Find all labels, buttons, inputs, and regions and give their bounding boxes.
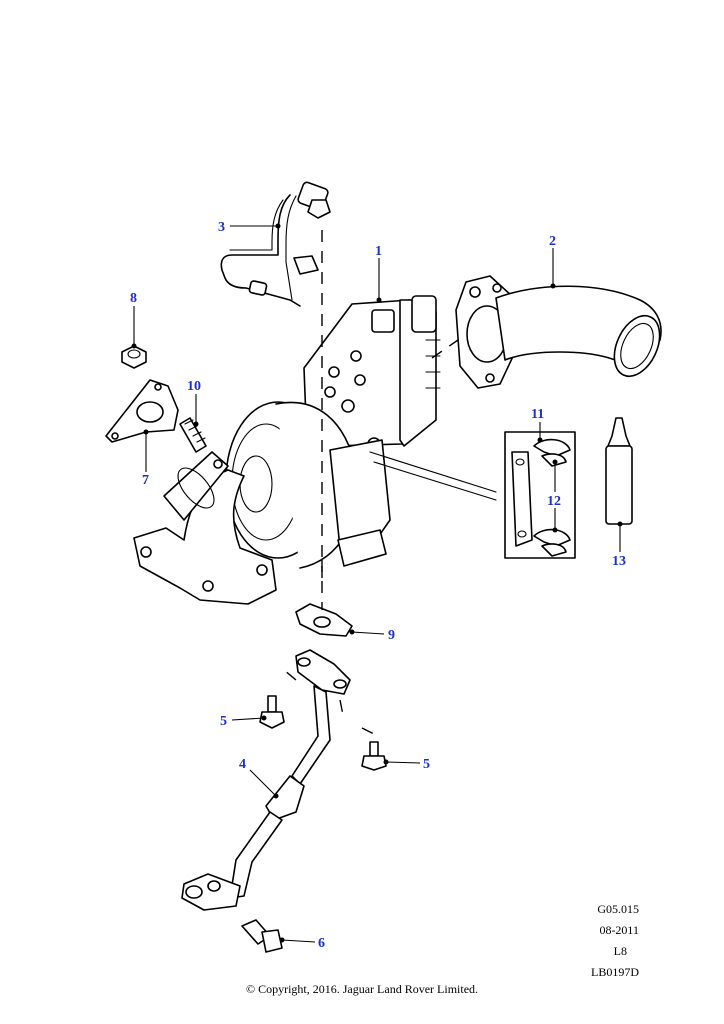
callout-6: 6 bbox=[318, 936, 325, 951]
gasket-part-7 bbox=[105, 379, 179, 443]
callout-2: 2 bbox=[549, 234, 556, 249]
nut-part-8 bbox=[121, 345, 147, 369]
assembly-centre-lines bbox=[283, 230, 497, 735]
callout-4: 4 bbox=[239, 757, 246, 772]
drawing-number: LB0197D bbox=[591, 965, 639, 979]
reference-date: 08-2011 bbox=[599, 923, 639, 937]
callout-leaders bbox=[131, 223, 623, 943]
turbocharger-assembly-part-1 bbox=[133, 295, 441, 605]
gasket-part-9 bbox=[295, 603, 353, 637]
callout-5-right: 5 bbox=[423, 757, 430, 772]
gasket-kit-box bbox=[504, 431, 576, 559]
bolt-part-5-right bbox=[361, 741, 387, 771]
callout-13: 13 bbox=[612, 554, 626, 569]
stud-part-10 bbox=[179, 417, 207, 453]
bolt-part-6 bbox=[241, 919, 283, 953]
callout-10: 10 bbox=[187, 379, 201, 394]
callout-9: 9 bbox=[388, 628, 395, 643]
callout-7: 7 bbox=[142, 473, 149, 488]
sealant-tube-part-13 bbox=[605, 417, 633, 525]
copyright-notice: © Copyright, 2016. Jaguar Land Rover Lim… bbox=[245, 982, 479, 996]
oil-return-pipe-part-4 bbox=[181, 649, 351, 911]
callout-11: 11 bbox=[531, 407, 544, 422]
callout-3: 3 bbox=[218, 220, 225, 235]
callout-1: 1 bbox=[375, 244, 382, 259]
oil-feed-pipe-part-3 bbox=[220, 181, 331, 307]
callout-5-left: 5 bbox=[220, 714, 227, 729]
callout-8: 8 bbox=[130, 291, 137, 306]
reference-code: G05.015 bbox=[597, 902, 639, 916]
bolt-part-5-left bbox=[259, 695, 285, 729]
callout-12: 12 bbox=[547, 494, 561, 509]
outlet-elbow-pipe-part-2 bbox=[455, 275, 662, 389]
reference-line3: L8 bbox=[613, 944, 627, 958]
